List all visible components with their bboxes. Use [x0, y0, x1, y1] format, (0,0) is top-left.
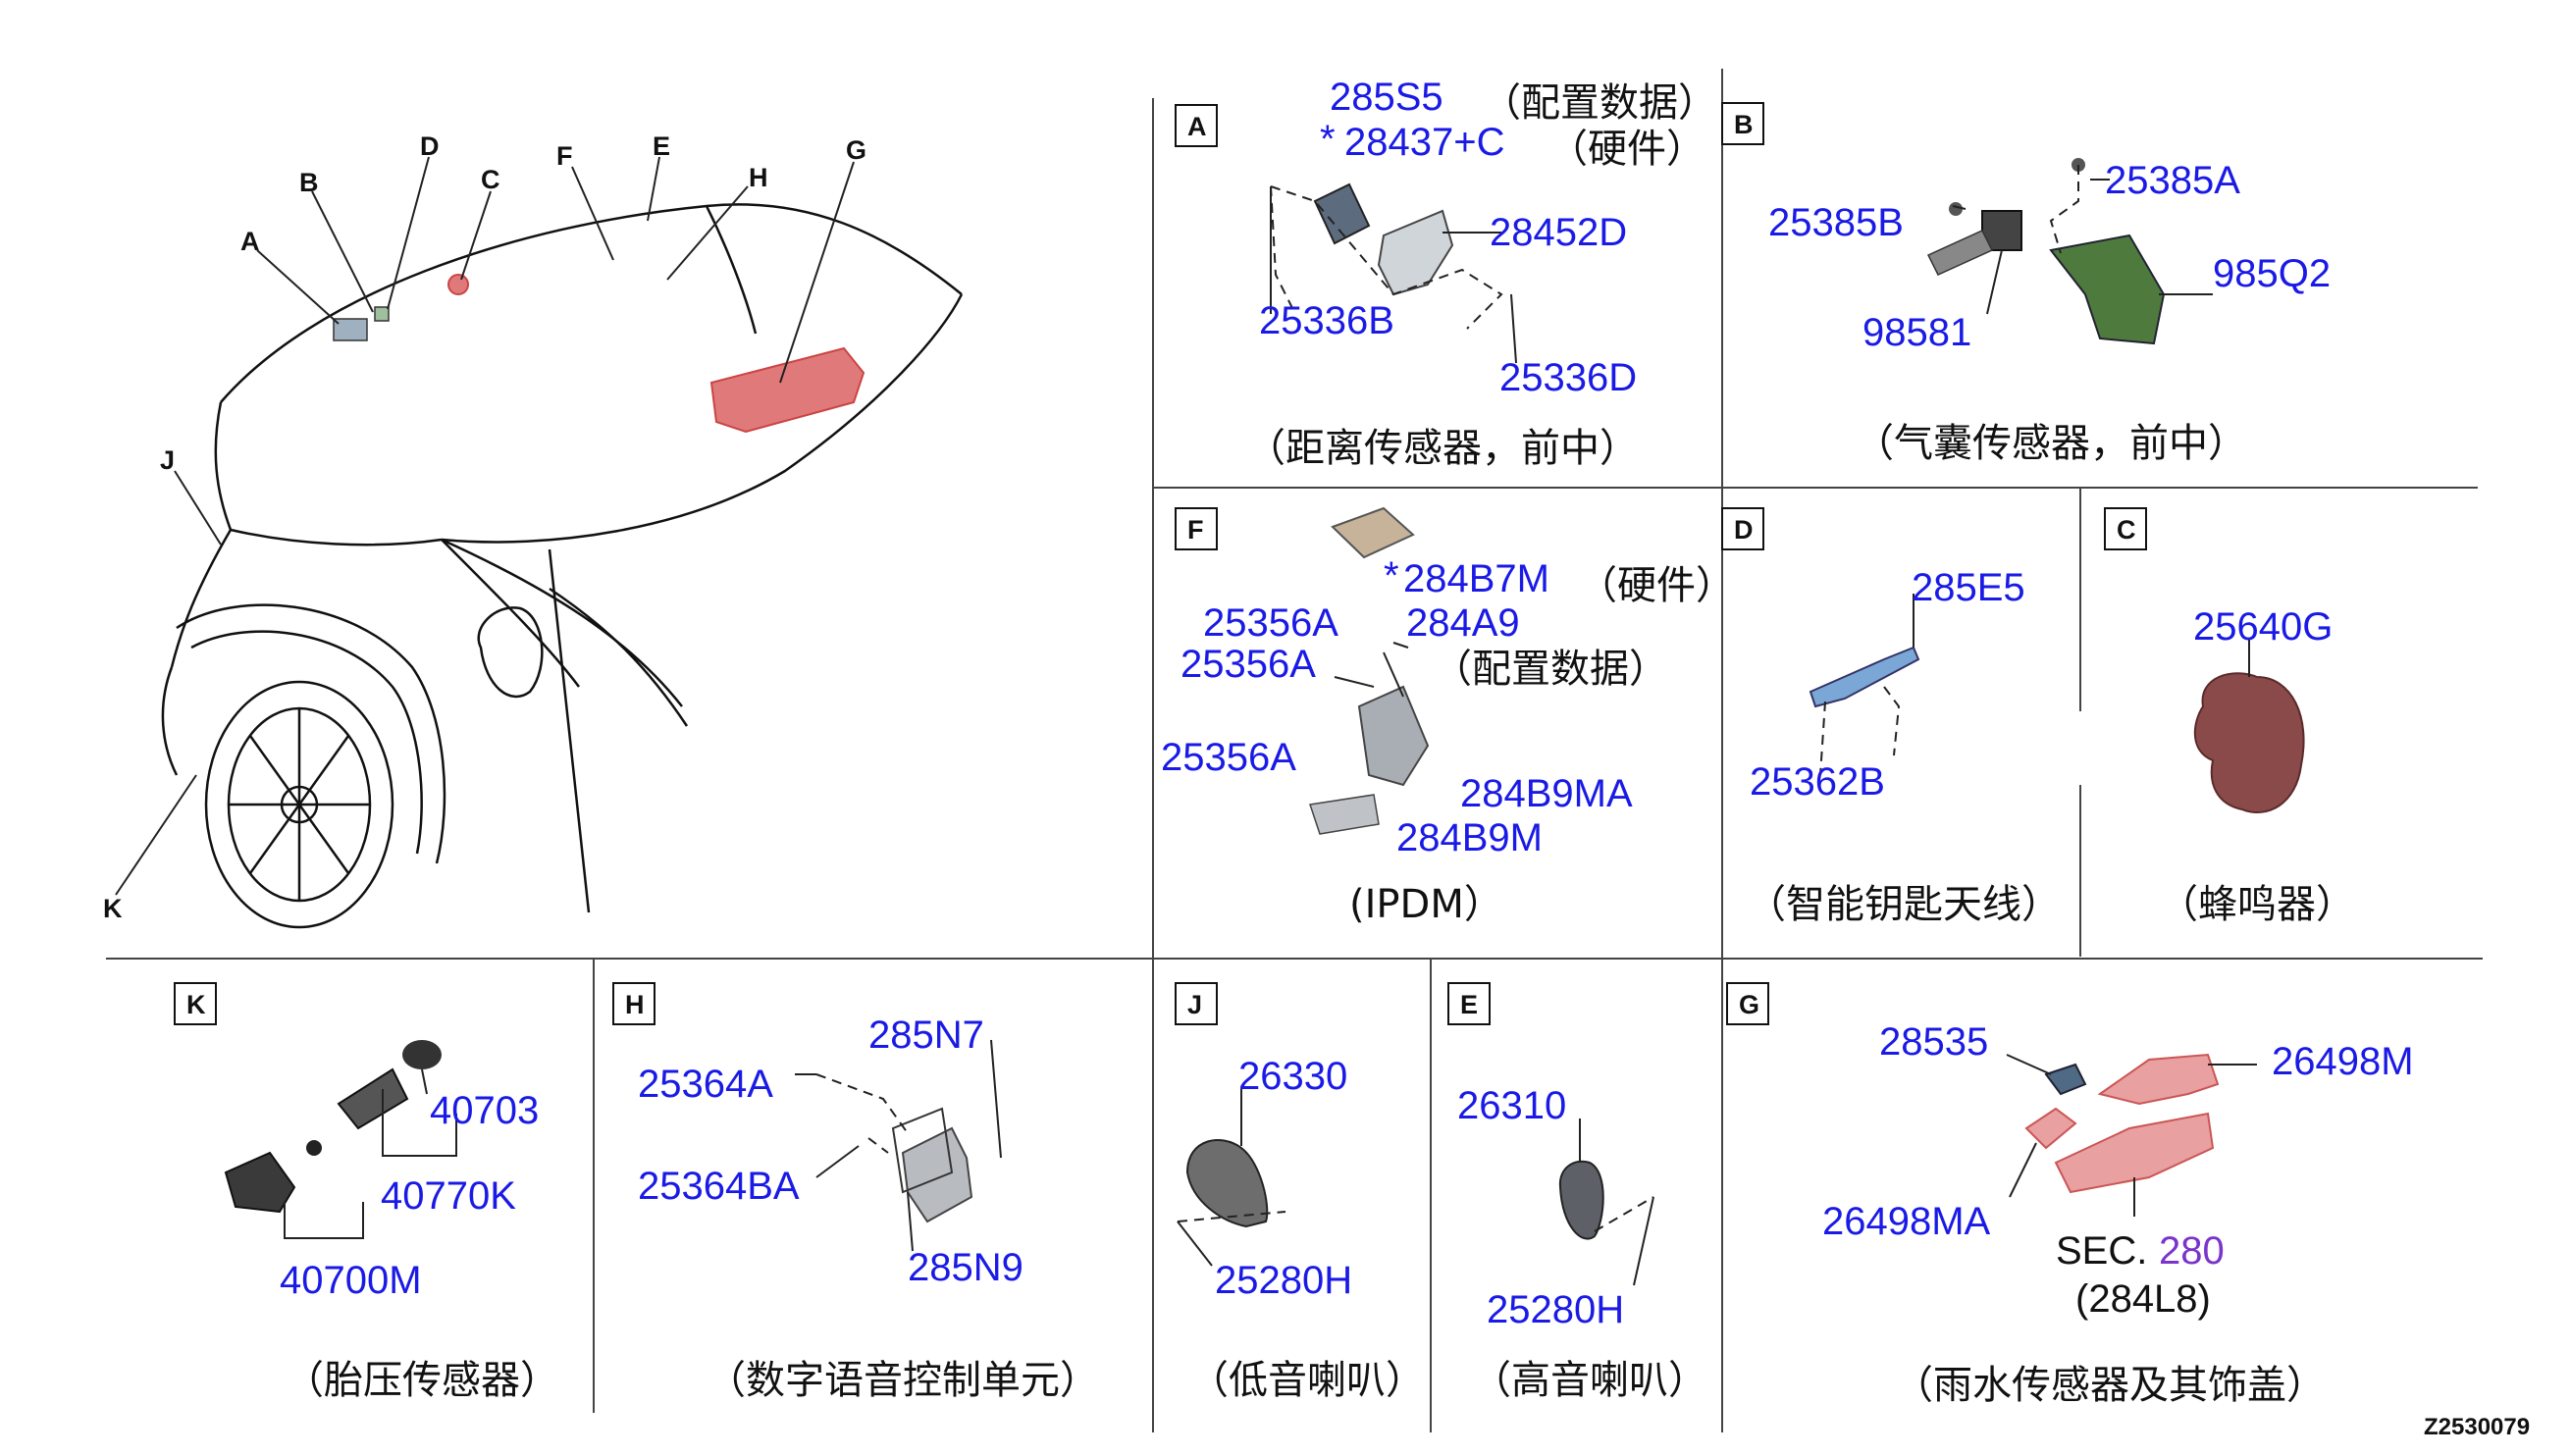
- panel-g: G 28535 26498M 26498MA SEC. 280 (284L8) …: [1726, 982, 2414, 1408]
- panel-a-caption: （距离传感器，前中）: [1246, 426, 1639, 471]
- panel-f-note-hardware: （硬件）: [1578, 563, 1735, 608]
- high-horn-icon: [1558, 1160, 1604, 1240]
- panel-d: D 285E5 25362B （智能钥匙天线）: [1721, 507, 2061, 927]
- panel-grid: [106, 69, 2483, 1432]
- panel-f-part-284b9ma: 284B9MA: [1460, 772, 1633, 815]
- panel-h-box-label: H: [625, 990, 645, 1019]
- panel-k-part-40770k: 40770K: [381, 1174, 516, 1218]
- panel-e-part-25280h: 25280H: [1487, 1288, 1624, 1331]
- panel-g-sec-sub: (284L8): [2075, 1277, 2211, 1321]
- panel-k-part-40700m: 40700M: [280, 1259, 422, 1302]
- panel-d-caption: （智能钥匙天线）: [1747, 882, 2061, 927]
- diagram-code: Z2530079: [2424, 1414, 2530, 1440]
- rain-sensor-highlight: [709, 346, 865, 434]
- vehicle-overview: A B C D E F G H J K: [103, 131, 964, 929]
- panel-d-part-25362b: 25362B: [1750, 760, 1885, 804]
- panel-h-part-25364a: 25364A: [638, 1063, 773, 1106]
- panel-a-part-285s5: 285S5: [1330, 76, 1443, 119]
- panel-b-part-985q2: 985Q2: [2213, 252, 2331, 295]
- panel-f-caption: (IPDM）: [1349, 882, 1503, 927]
- panel-f-part-25356a-1: 25356A: [1203, 601, 1338, 645]
- panel-g-part-28535: 28535: [1879, 1020, 1988, 1064]
- panel-j-part-26330: 26330: [1238, 1055, 1347, 1098]
- panel-a-note-hardware: （硬件）: [1548, 127, 1705, 172]
- panel-b: B 25385A 25385B 985Q2 98581 （气囊传感器，前中）: [1721, 102, 2331, 466]
- low-horn-icon: [1185, 1139, 1269, 1228]
- panel-a-box-label: A: [1187, 112, 1207, 141]
- panel-e-box-label: E: [1460, 990, 1478, 1019]
- panel-a-part-28437c: 28437+C: [1344, 121, 1504, 164]
- vehicle-ref-k: K: [103, 894, 123, 923]
- panel-c-caption: （蜂鸣器）: [2159, 882, 2355, 927]
- panel-k-box-label: K: [186, 990, 206, 1019]
- panel-g-part-26498m: 26498M: [2272, 1040, 2414, 1083]
- panel-f-part-284b9m: 284B9M: [1396, 816, 1543, 859]
- panel-f-part-25356a-2: 25356A: [1180, 643, 1316, 686]
- panel-j-box-label: J: [1187, 990, 1202, 1019]
- panel-j-caption: （低音喇叭）: [1189, 1358, 1425, 1403]
- panel-j-part-25280h: 25280H: [1215, 1259, 1352, 1302]
- panel-f-part-25356a-3: 25356A: [1161, 736, 1296, 779]
- panel-h-caption: （数字语音控制单元）: [707, 1358, 1099, 1403]
- panel-k: K 40703 40770K 40700M （胎压传感器）: [174, 982, 559, 1403]
- panel-b-part-25385a: 25385A: [2105, 159, 2240, 202]
- vehicle-ref-h: H: [749, 163, 768, 192]
- panel-c-box-label: C: [2117, 515, 2136, 545]
- panel-e: E 26310 25280H （高音喇叭）: [1447, 982, 1707, 1403]
- panel-j: J 26330 25280H （低音喇叭）: [1175, 982, 1425, 1403]
- panel-e-part-26310: 26310: [1457, 1084, 1566, 1127]
- vehicle-ref-b: B: [299, 168, 319, 197]
- panel-g-box-label: G: [1739, 990, 1759, 1019]
- panel-f-note-config: （配置数据）: [1433, 647, 1668, 692]
- panel-h-part-285n9: 285N9: [908, 1246, 1023, 1289]
- vehicle-ref-d: D: [420, 131, 440, 161]
- panel-c-part-25640g: 25640G: [2193, 605, 2333, 649]
- panel-f-part-284a9: 284A9: [1406, 601, 1520, 645]
- panel-c: C 25640G （蜂鸣器）: [2104, 507, 2355, 927]
- panel-d-part-285e5: 285E5: [1912, 566, 2025, 609]
- vehicle-ref-a: A: [240, 227, 260, 256]
- vehicle-ref-e: E: [653, 131, 670, 161]
- panel-b-caption: （气囊传感器，前中）: [1855, 421, 2247, 466]
- panel-g-part-26498ma: 26498MA: [1822, 1200, 1991, 1243]
- panel-k-caption: （胎压传感器）: [285, 1358, 559, 1403]
- panel-g-sec-number: 280: [2159, 1229, 2225, 1273]
- panel-f-part-284b7m: 284B7M: [1403, 557, 1549, 600]
- panel-h-part-25364ba: 25364BA: [638, 1165, 800, 1208]
- panel-a-star: *: [1320, 118, 1336, 161]
- vehicle-ref-g: G: [846, 135, 866, 165]
- panel-b-part-25385b: 25385B: [1768, 201, 1904, 244]
- panel-a: A 285S5 （配置数据） * 28437+C （硬件） 28452D 253…: [1175, 76, 1717, 471]
- panel-a-note-config: （配置数据）: [1482, 80, 1717, 126]
- panel-h: H 285N7 25364A 25364BA 285N9 （数字语音控制单元）: [612, 982, 1099, 1403]
- panel-g-sec-prefix: SEC.: [2056, 1229, 2147, 1273]
- panel-a-part-28452d: 28452D: [1490, 211, 1627, 254]
- panel-f: F * 284B7M （硬件） 284A9 （配置数据） 25356A 2535…: [1161, 506, 1735, 927]
- vehicle-ref-c: C: [481, 165, 500, 194]
- panel-e-caption: （高音喇叭）: [1472, 1358, 1707, 1403]
- panel-k-part-40703: 40703: [430, 1089, 539, 1132]
- panel-a-part-25336d: 25336D: [1499, 356, 1637, 399]
- panel-d-box-label: D: [1734, 515, 1754, 545]
- vehicle-ref-f: F: [556, 141, 573, 171]
- buzzer-highlight: [447, 274, 469, 295]
- panel-g-caption: （雨水传感器及其饰盖）: [1894, 1363, 2326, 1408]
- buzzer-icon: [2193, 672, 2305, 813]
- panel-b-part-98581: 98581: [1862, 311, 1971, 354]
- panel-h-part-285n7: 285N7: [868, 1014, 984, 1057]
- panel-f-star: *: [1384, 554, 1399, 598]
- panel-b-box-label: B: [1734, 110, 1754, 139]
- panel-f-box-label: F: [1187, 515, 1204, 545]
- panel-a-part-25336b: 25336B: [1259, 299, 1394, 342]
- vehicle-ref-j: J: [160, 445, 175, 475]
